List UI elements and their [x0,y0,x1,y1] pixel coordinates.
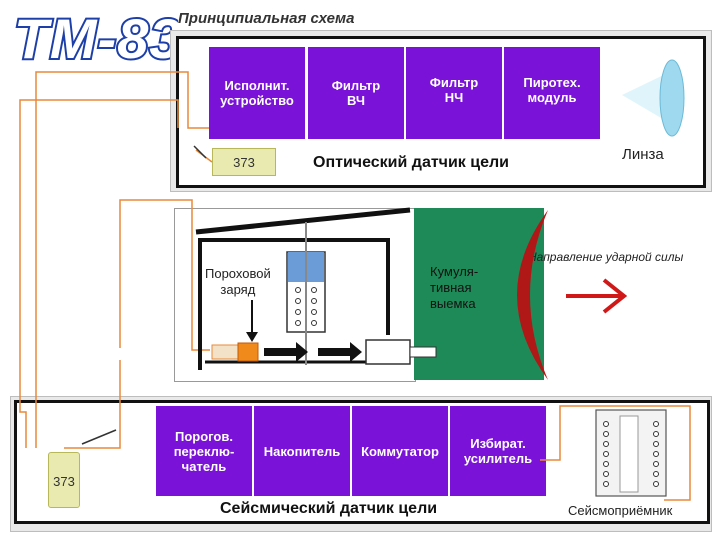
diagram-subtitle: Принципиальная схема [178,10,355,27]
impact-direction-label: Направление ударной силы [528,250,684,264]
optical-block-hf-filter: Фильтр ВЧ [308,47,404,139]
seismic-block-threshold-switch: Порогов. переклю- чатель [156,406,252,496]
seismic-capacitor-373: 373 [48,452,80,508]
seismic-block-accumulator: Накопитель [254,406,350,496]
optical-capacitor-373: 373 [212,148,276,176]
lens-label: Линза [622,146,664,163]
seismic-block-commutator: Коммутатор [352,406,448,496]
seismic-block-selective-amp: Избират. усилитель [450,406,546,496]
powder-charge-label: Пороховой заряд [205,266,271,298]
optical-block-lf-filter: Фильтр НЧ [406,47,502,139]
optical-caption: Оптический датчик цели [313,154,509,171]
optical-block-actuator: Исполнит. устройство [209,47,305,139]
impact-direction-arrow [566,278,628,314]
seismic-caption: Сейсмический датчик цели [220,500,438,517]
logo-title-text: ТМ-83 [14,7,178,66]
cumulative-cavity-label: Кумуля- тивная выемка [430,264,479,311]
optical-block-pyro-module: Пиротех. модуль [504,47,600,139]
seismic-receiver-label: Сейсмоприёмник [568,503,673,518]
logo-title: ТМ-83 [8,2,178,66]
